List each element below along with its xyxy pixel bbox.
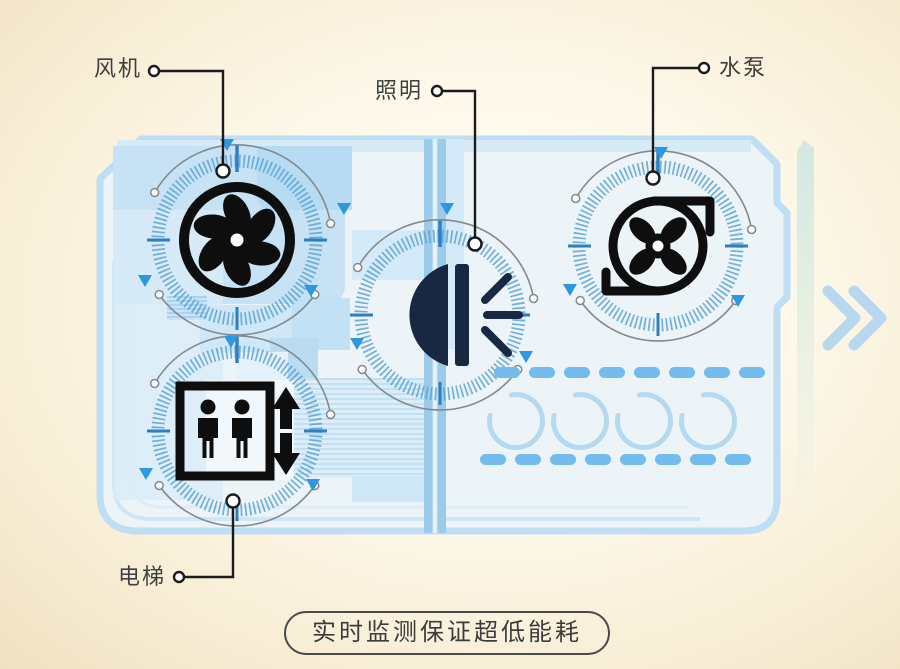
triangle-down-marker-icons: [138, 139, 745, 491]
gauge-lighting: [350, 219, 539, 411]
gauge-pump: [568, 150, 757, 342]
water-pump-icon: [601, 196, 715, 296]
dashed-line-row-bottom: [480, 454, 751, 465]
leader-endpoints: [147, 61, 711, 584]
leader-pump: [651, 66, 704, 178]
panel-right-accent-strip: [797, 140, 814, 520]
label-fan: 风机: [94, 56, 143, 81]
label-elevator: 电梯: [118, 564, 167, 589]
arrow-down-icon: [272, 433, 300, 475]
elevator-icon: [175, 381, 300, 481]
status-rings: [487, 391, 737, 450]
label-pump: 水泵: [719, 55, 768, 80]
leader-fan: [154, 69, 225, 171]
gauge-elevator: [147, 335, 336, 527]
caption-pill: 实时监测保证超低能耗: [284, 611, 610, 655]
leader-elevator: [179, 501, 235, 579]
panel-decor-stripes: [287, 378, 439, 478]
headlight-icon: [409, 264, 523, 366]
leader-lines: [154, 66, 704, 579]
label-lighting: 照明: [375, 78, 424, 103]
double-chevron-right-icon: [822, 285, 887, 351]
arrow-up-icon: [272, 387, 300, 429]
gauge-fan: [147, 144, 336, 336]
dashed-line-row-top: [494, 367, 765, 378]
fan-icon: [179, 182, 295, 298]
leader-lighting: [437, 89, 477, 244]
